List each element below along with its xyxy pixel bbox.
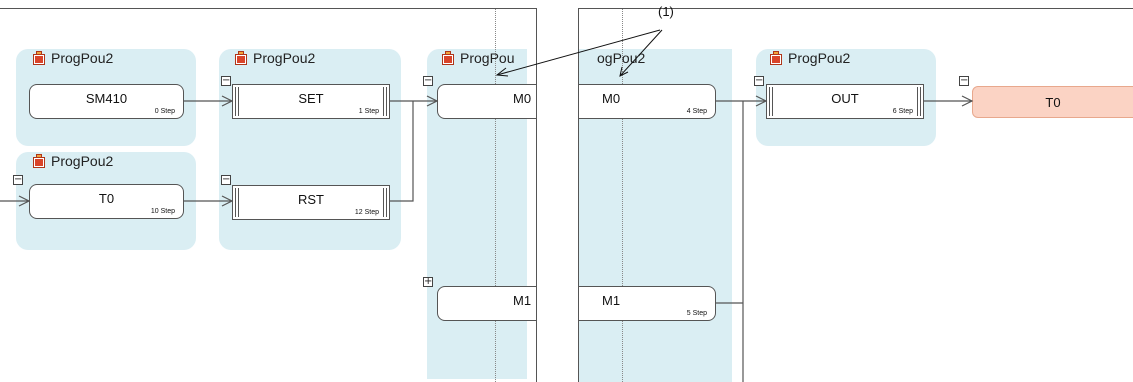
collapse-toggle-icon[interactable]: −	[423, 75, 433, 86]
coil-block-m1[interactable]: M1	[437, 286, 536, 321]
contact-block-sm410[interactable]: SM410 0 Step	[29, 84, 184, 119]
collapse-toggle-icon[interactable]: −	[221, 174, 231, 185]
function-block-out[interactable]: OUT 6 Step	[766, 84, 924, 119]
program-pou-icon	[441, 50, 456, 66]
group-title[interactable]: ProgPou2	[769, 50, 850, 66]
function-block-set[interactable]: SET 1 Step	[232, 84, 390, 119]
program-pou-icon	[32, 50, 47, 66]
group-title[interactable]: ProgPou2	[234, 50, 315, 66]
program-pou-icon	[32, 153, 47, 169]
cursor-guide-line	[495, 9, 496, 382]
expand-toggle-icon[interactable]: +	[423, 276, 433, 287]
collapse-toggle-icon[interactable]: −	[754, 75, 764, 86]
left-editor-pane: ProgPou2 ProgPou2 ProgPou2 ProgPou − − −…	[0, 8, 537, 382]
coil-block-m0[interactable]: M0	[437, 84, 536, 119]
coil-block-m0[interactable]: M0 4 Step	[579, 84, 716, 119]
group-title[interactable]: ProgPou2	[32, 153, 113, 169]
program-pou-icon	[234, 50, 249, 66]
coil-block-m1[interactable]: M1 5 Step	[579, 286, 716, 321]
callout-label: (1)	[658, 4, 674, 19]
group-title[interactable]: ProgPou2	[32, 50, 113, 66]
collapse-toggle-icon[interactable]: −	[959, 75, 969, 86]
contact-block-t0[interactable]: T0 10 Step	[29, 184, 184, 219]
function-block-rst[interactable]: RST 12 Step	[232, 185, 390, 220]
collapse-toggle-icon[interactable]: −	[221, 75, 231, 86]
program-pou-icon	[769, 50, 784, 66]
collapse-toggle-icon[interactable]: −	[13, 174, 23, 185]
connection-wires	[0, 95, 439, 207]
right-editor-pane: ogPou2 ProgPou2 − − M0 4 Step OUT 6 Step…	[578, 8, 1133, 382]
connection-wires	[716, 95, 974, 382]
output-block-t0[interactable]: T0	[972, 86, 1133, 118]
cursor-guide-line	[622, 9, 623, 382]
